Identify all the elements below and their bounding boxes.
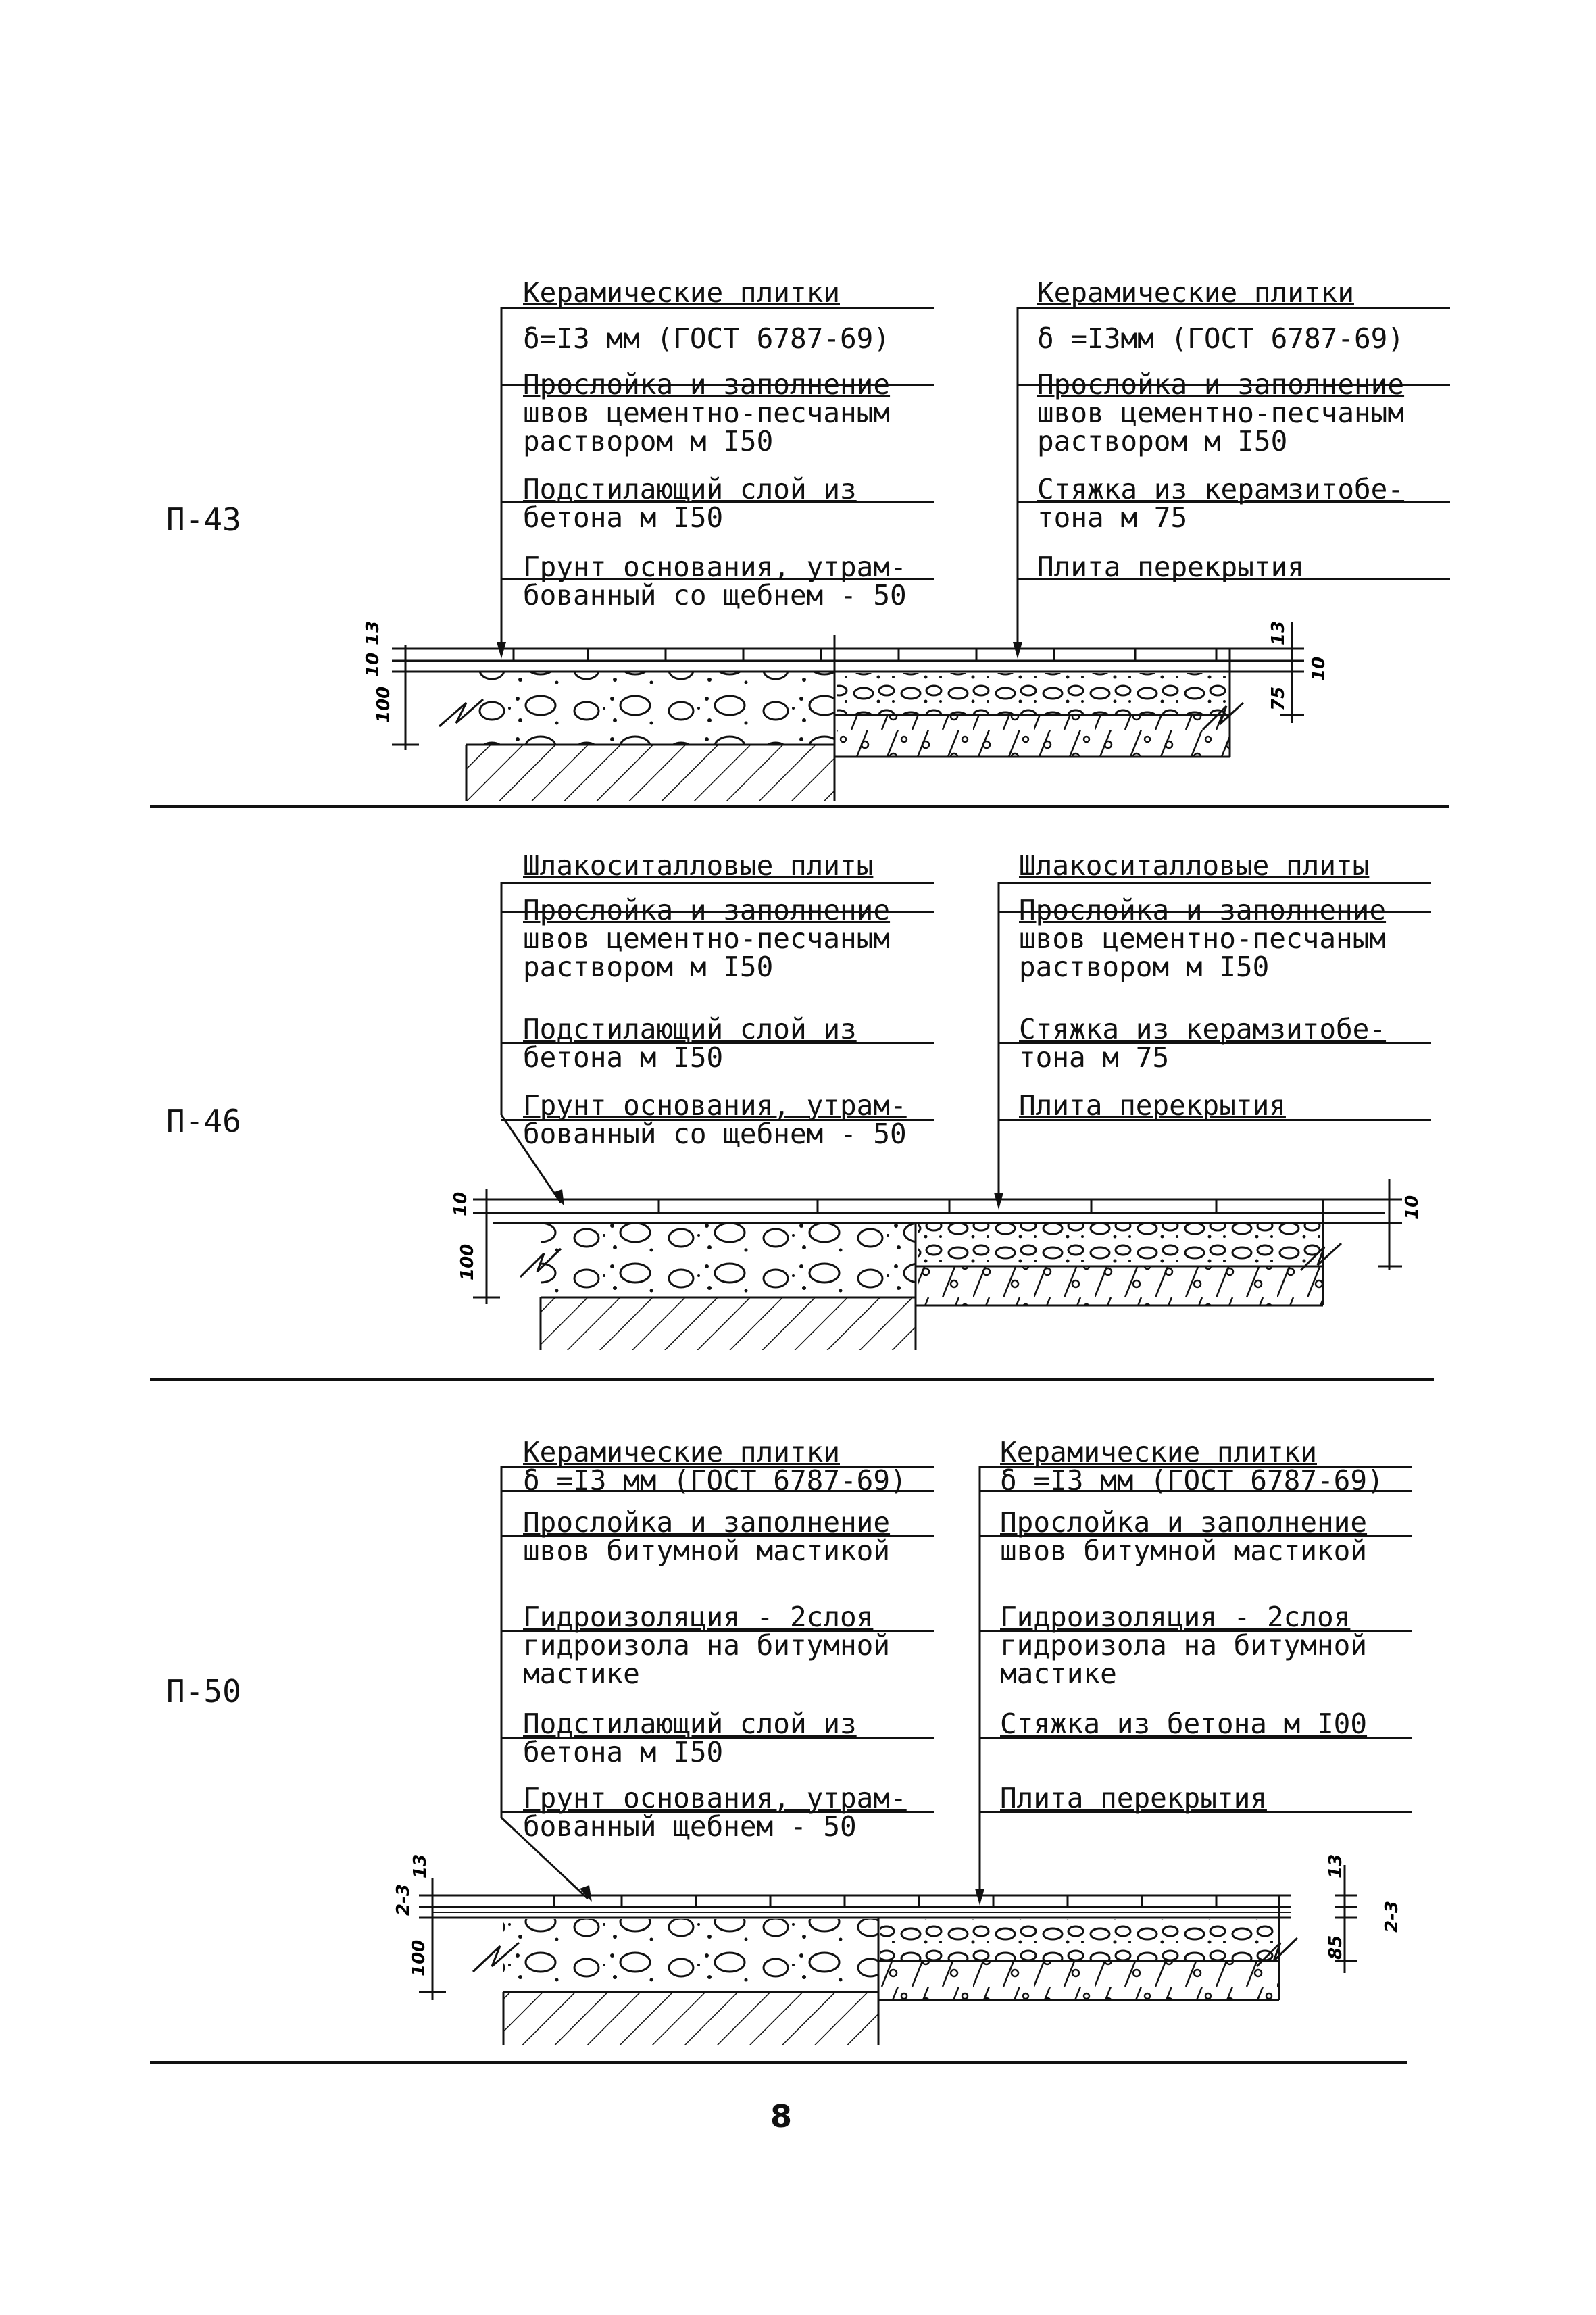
p46-right-label-4: Плита перекрытия: [1019, 1089, 1286, 1122]
separator-1: [150, 805, 1449, 808]
section-label-p43: П-43: [166, 501, 241, 538]
p46-right-label-3: Стяжка из керамзитобе-тона м 75: [1019, 1013, 1387, 1074]
p50-dim-left-3: 100: [409, 1940, 429, 1976]
p46-left-label-1: Шлакоситалловые плиты: [523, 849, 874, 882]
section-label-p50: П-50: [166, 1673, 241, 1710]
p43-dim-left-3: 100: [374, 687, 394, 723]
p43-right-label-2: δ =I3мм (ГОСТ 6787-69): [1037, 322, 1405, 355]
p50-left-label-5: Грунт основания, утрам-бованный щебнем -…: [523, 1782, 907, 1843]
separator-2: [150, 1378, 1434, 1381]
p46-left-label-4: Грунт основания, утрам-бованный со щебне…: [523, 1089, 907, 1150]
p50-dim-left-2: 2-3: [393, 1884, 414, 1916]
p43-right-label-1: Керамические плитки: [1037, 276, 1354, 309]
p50-dim-right-3: 85: [1326, 1935, 1346, 1960]
p43-dim-right-2: 10: [1309, 657, 1329, 681]
p43-right-label-5: Плита перекрытия: [1037, 551, 1304, 583]
p50-dim-right-1: 13: [1326, 1854, 1346, 1878]
p50-right-label-4: Стяжка из бетона м I00: [1000, 1708, 1368, 1740]
p43-left-label-2: δ=I3 мм (ГОСТ 6787-69): [523, 322, 891, 355]
separator-3: [150, 2061, 1407, 2064]
p43-right-label-4: Стяжка из керамзитобе-тона м 75: [1037, 473, 1405, 534]
page-number: 8: [770, 2098, 793, 2135]
p50-dim-left-1: 13: [410, 1854, 430, 1878]
section-label-p46: П-46: [166, 1103, 241, 1139]
p46-dim-right-1: 10: [1402, 1195, 1422, 1220]
p46-dim-left-2: 100: [457, 1244, 478, 1280]
p43-dim-right-3: 75: [1268, 687, 1289, 711]
p46-dim-left-1: 10: [451, 1192, 471, 1216]
p43-dim-left-1: 10: [363, 653, 383, 677]
p50-right-label-5: Плита перекрытия: [1000, 1782, 1267, 1814]
p43-dim-left-2: 13: [363, 621, 383, 645]
p50-dim-right-2: 2-3: [1382, 1901, 1402, 1933]
p43-left-label-5: Грунт основания, утрам-бованный со щебне…: [523, 551, 907, 612]
p43-dim-right-1: 13: [1268, 621, 1289, 645]
p46-right-label-1: Шлакоситалловые плиты: [1019, 849, 1370, 882]
p43-left-label-1: Керамические плитки: [523, 276, 840, 309]
